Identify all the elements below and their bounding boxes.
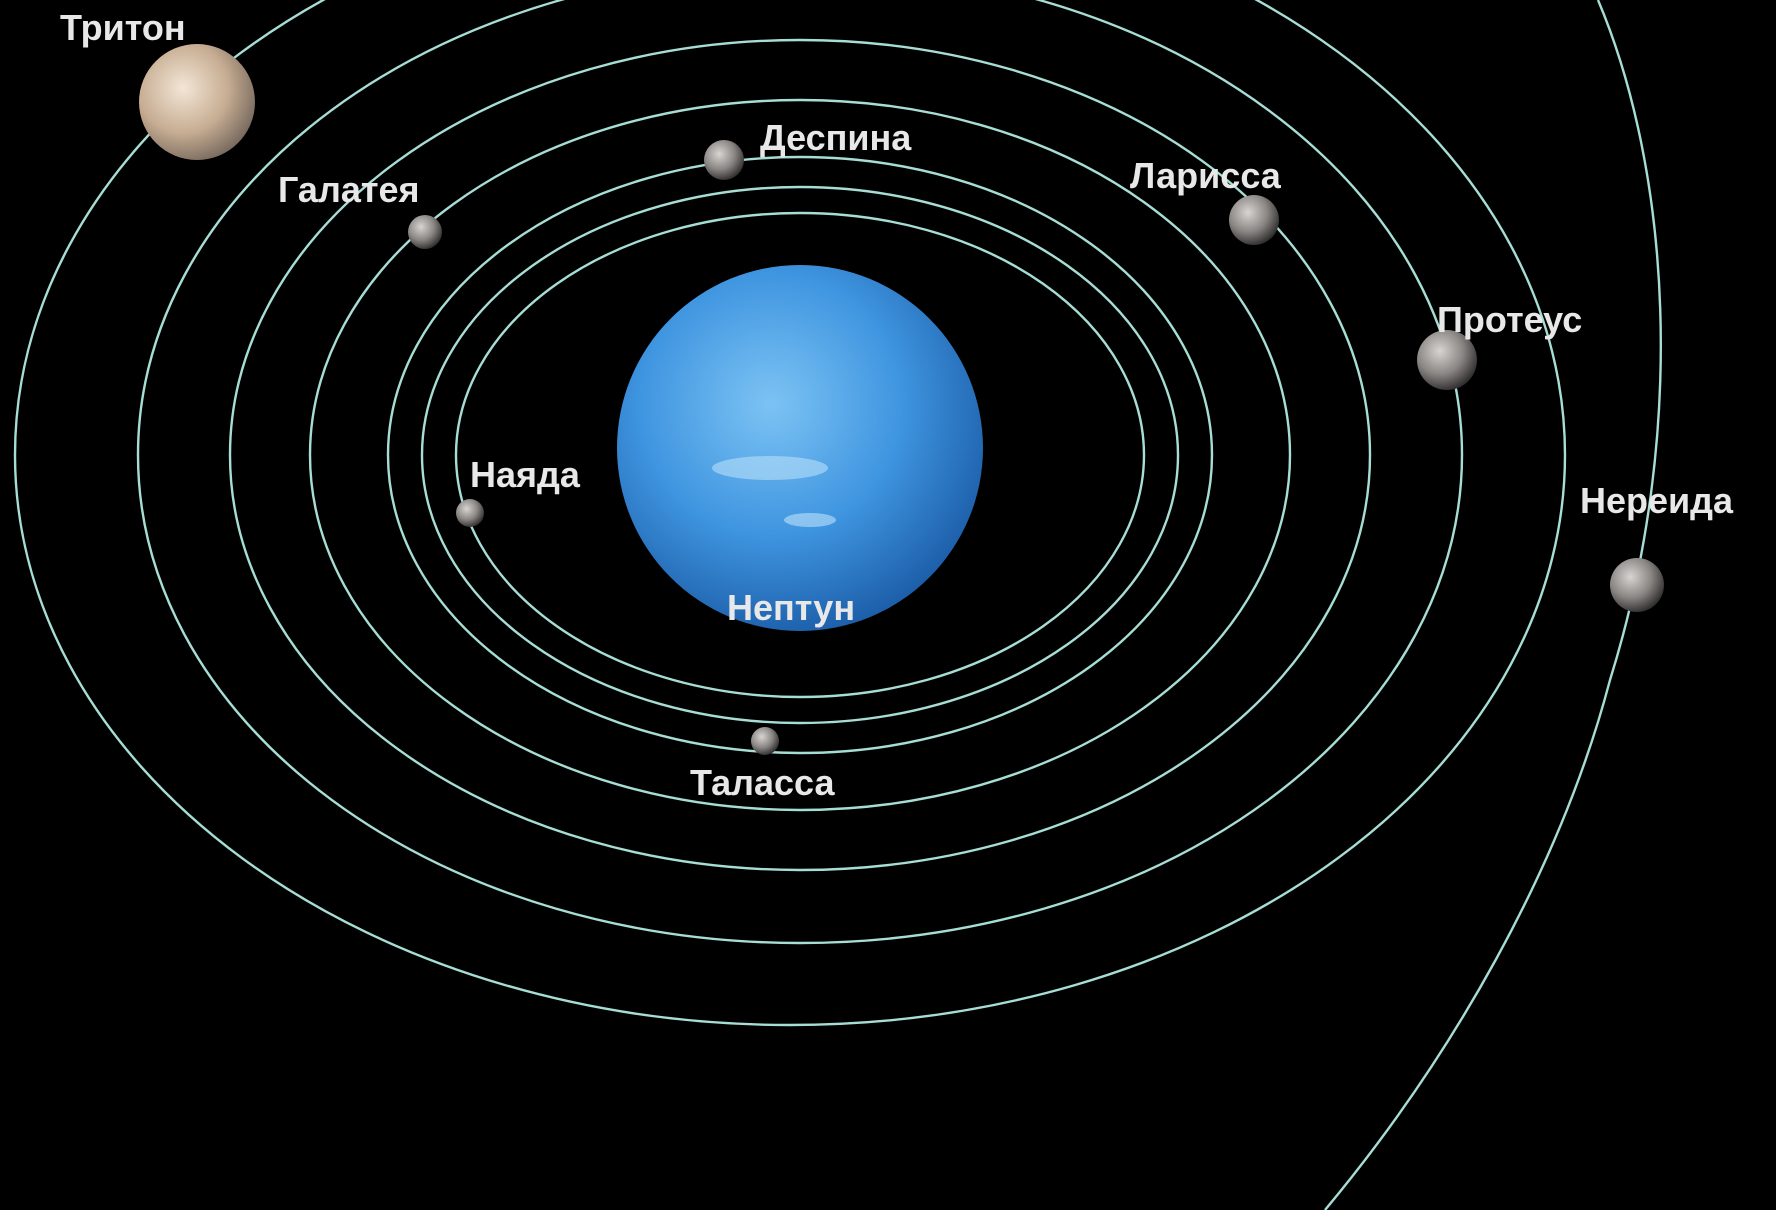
orbit-naiad [454, 211, 1146, 699]
orbit-galatea [308, 98, 1292, 812]
label-despina: Деспина [760, 117, 912, 158]
neptune-planet [617, 265, 983, 631]
labels: Тритон Деспина Галатея Ларисса Протеус Н… [60, 7, 1734, 803]
orbit-thalassa [420, 185, 1180, 725]
neptune [617, 265, 983, 631]
moon-nereid [1610, 558, 1664, 612]
moon-thalassa [751, 727, 779, 755]
label-nereid: Нереида [1580, 480, 1734, 521]
label-thalassa: Таласса [690, 762, 835, 803]
moon-naiad [456, 499, 484, 527]
label-neptune: Нептун [727, 587, 855, 628]
orbit-larissa [228, 38, 1372, 872]
moon-despina [704, 140, 744, 180]
label-larissa: Ларисса [1130, 155, 1282, 196]
label-naiad: Наяда [470, 454, 581, 495]
moons [139, 44, 1664, 755]
orbit-proteus [136, 0, 1464, 945]
label-galatea: Галатея [278, 169, 420, 210]
neptune-cloud-band [712, 456, 828, 480]
label-proteus: Протеус [1437, 299, 1582, 340]
orbits [14, 0, 1662, 1210]
orbit-nereid [1324, 0, 1662, 1210]
moon-triton [139, 44, 255, 160]
orbit-despina [386, 155, 1214, 755]
orbit-triton [14, 0, 1566, 1027]
neptune-cloud-spot [784, 513, 836, 527]
label-triton: Тритон [60, 7, 186, 48]
moon-proteus [1417, 330, 1477, 390]
moon-galatea [408, 215, 442, 249]
moon-larissa [1229, 195, 1279, 245]
